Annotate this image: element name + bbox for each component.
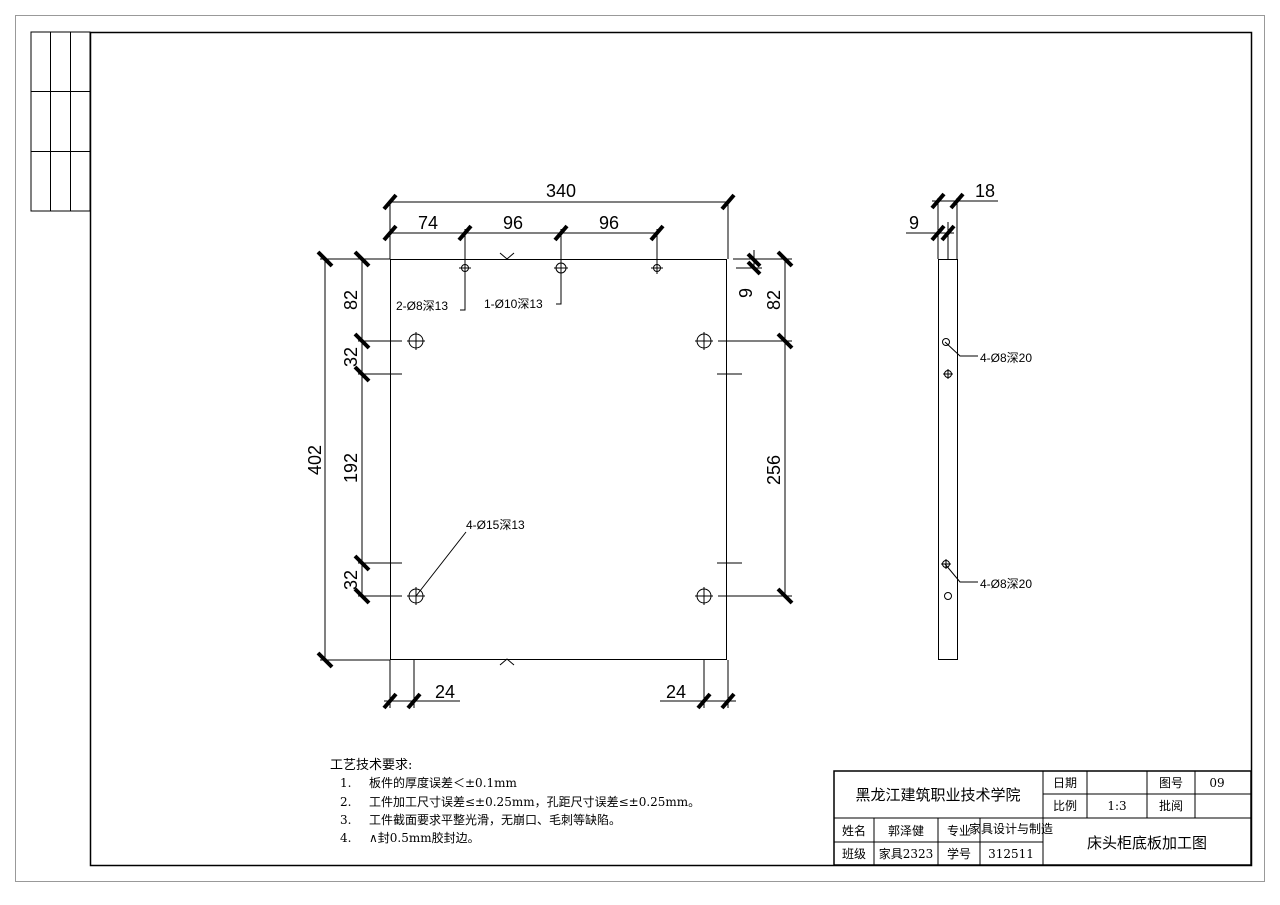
binding-grid: [30, 31, 91, 212]
grain-mark-bottom: [499, 658, 515, 666]
student-id-value: 312511: [988, 847, 1034, 861]
school-name: 黑龙江建筑职业技术学院: [855, 786, 1020, 804]
date-label: 日期: [1053, 776, 1077, 790]
drawing-no-label: 图号: [1159, 776, 1183, 790]
dim-bottom-right-offset: 24: [666, 682, 686, 702]
dim-side-thickness: 18: [975, 181, 995, 201]
dim-line-spacing: 192: [341, 453, 361, 483]
dim-bottom-left-offset: 24: [435, 682, 455, 702]
tech-item-text: 工件加工尺寸误差≤±0.25mm，孔距尺寸误差≤±0.25mm。: [369, 795, 700, 809]
callout-side-upper-holes: 4-Ø8深20: [980, 351, 1032, 365]
major-label: 专业: [947, 823, 971, 838]
large-hole: [695, 332, 713, 350]
outer-border: [15, 15, 1265, 882]
inner-frame: [89, 31, 1253, 867]
side-panel-outline: [938, 259, 958, 660]
dim-side-center-offset: 9: [909, 213, 919, 233]
student-id-label: 学号: [947, 846, 971, 861]
dim-top-to-hole-left: 82: [341, 290, 361, 310]
grain-mark-top: [499, 252, 515, 260]
top-small-hole: [459, 262, 471, 274]
dim-right-hole-spacing: 256: [764, 455, 784, 485]
approve-label: 批阅: [1159, 798, 1183, 813]
class-value: 家具2323: [879, 846, 934, 861]
drawing-title: 床头柜底板加工图: [1087, 834, 1207, 852]
tech-requirements: 工艺技术要求: 1. 板件的厚度误差＜±0.1mm 2. 工件加工尺寸误差≤±0…: [330, 758, 700, 845]
dim-top-to-hole-right: 82: [764, 290, 784, 310]
tech-item-num: 4.: [340, 831, 351, 845]
callout-top-center-hole: 1-Ø10深13: [484, 297, 543, 311]
front-panel-outline: [390, 259, 727, 660]
top-center-hole: [554, 261, 568, 275]
side-hole: [942, 338, 950, 346]
scale-value: 1:3: [1107, 799, 1126, 813]
class-label: 班级: [842, 847, 866, 861]
side-view: 18 9 4-Ø8深20 4-Ø8深20: [906, 181, 1032, 660]
tech-item-text: 板件的厚度误差＜±0.1mm: [369, 775, 518, 790]
dim-hole-spacing-2: 96: [599, 213, 619, 233]
top-small-hole: [651, 262, 663, 274]
scale-label: 比例: [1053, 799, 1077, 813]
tech-item-num: 1.: [340, 776, 351, 790]
tech-item-text: ∧封0.5mm胶封边。: [369, 830, 480, 845]
large-hole: [695, 587, 713, 605]
title-block: 黑龙江建筑职业技术学院 日期 图号 09 比例 1:3 批阅 姓名 郭泽健 专业…: [833, 770, 1252, 866]
tech-requirements-heading: 工艺技术要求:: [330, 758, 412, 773]
tech-item-num: 2.: [340, 795, 351, 809]
tech-item-text: 工件截面要求平整光滑，无崩口、毛刺等缺陷。: [369, 812, 621, 827]
callout-top-small-holes: 2-Ø8深13: [396, 299, 448, 313]
major-value: 家具设计与制造: [969, 821, 1053, 836]
tech-item-num: 3.: [340, 813, 351, 827]
drawing-no-value: 09: [1209, 776, 1224, 790]
dim-edge-hole-offset: 9: [736, 288, 756, 298]
name-value: 郭泽健: [888, 824, 924, 838]
side-hole: [944, 592, 952, 600]
dim-overall-width: 340: [546, 181, 576, 201]
callout-large-holes: 4-Ø15深13: [466, 518, 525, 532]
dim-hole-to-line-top: 32: [341, 347, 361, 367]
large-hole: [407, 587, 425, 605]
large-hole: [407, 332, 425, 350]
side-hole: [941, 559, 951, 569]
callout-side-lower-holes: 4-Ø8深20: [980, 577, 1032, 591]
dim-overall-height: 402: [305, 445, 325, 475]
dim-hole-spacing-1: 96: [503, 213, 523, 233]
side-hole: [943, 369, 953, 379]
front-view: 340 74 96 96 402 82 32 192 32 9 82 256 2…: [305, 181, 794, 710]
dim-hole-to-line-bottom: 32: [341, 570, 361, 590]
name-label: 姓名: [842, 823, 866, 838]
dim-hole-offset-left: 74: [418, 213, 438, 233]
